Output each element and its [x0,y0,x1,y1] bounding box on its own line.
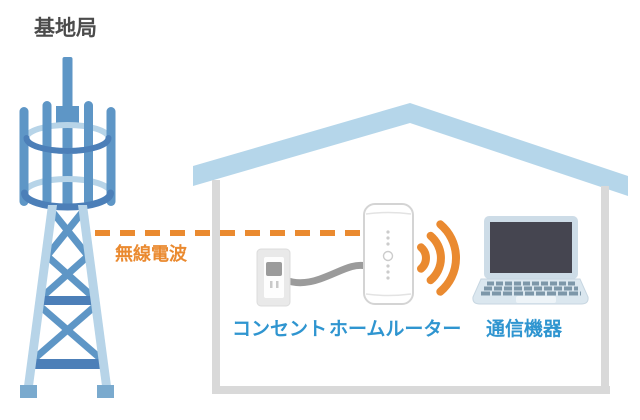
house-outline-icon [193,103,628,394]
house-floor [212,386,610,394]
power-outlet-icon [256,248,291,307]
home-router-label: ホームルーター [329,318,462,340]
laptop-screen [490,222,572,273]
house-right-wall [601,186,609,386]
cell-tower-icon [19,57,116,398]
laptop-touchpad [516,296,556,303]
base-station-label: 基地局 [34,16,97,40]
router-leds [382,230,394,280]
house-left-wall [212,180,220,386]
radio-wave-label: 無線電波 [115,244,187,265]
roof [193,103,628,196]
laptop-keyboard [481,281,581,296]
device-label: 通信機器 [486,318,563,340]
home-router-icon [363,203,414,305]
laptop-icon [472,216,589,305]
wifi-waves-icon [417,220,461,296]
outlet-label: コンセント [232,318,328,340]
plug [266,262,282,276]
